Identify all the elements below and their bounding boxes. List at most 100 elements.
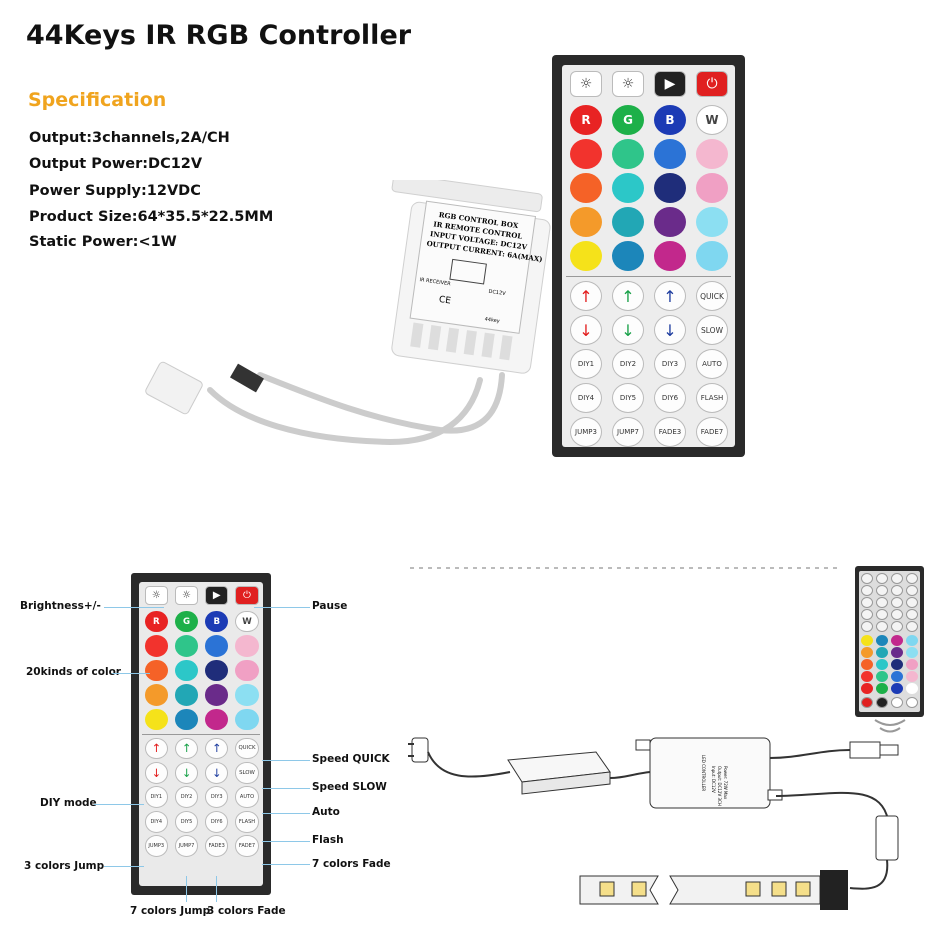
small-fade7-button[interactable]: FADE7 xyxy=(235,835,259,858)
color-swatch-button[interactable] xyxy=(696,173,728,203)
ir-remote-tiny xyxy=(855,566,924,717)
color-swatch-button[interactable] xyxy=(612,173,644,203)
small-increase-red-button[interactable]: ↑ xyxy=(144,737,168,760)
small-auto-button[interactable]: AUTO xyxy=(235,786,259,809)
small-flash-button[interactable]: FLASH xyxy=(235,810,259,833)
small-diy6-button[interactable]: DIY6 xyxy=(205,810,229,833)
increase-red-button[interactable]: ↑ xyxy=(570,281,602,311)
color-swatch-button[interactable] xyxy=(696,241,728,271)
color-button-w[interactable]: W xyxy=(696,105,728,135)
small-quick-button[interactable]: QUICK xyxy=(235,737,259,760)
diy2-button[interactable]: DIY2 xyxy=(612,349,644,379)
diy5-button[interactable]: DIY5 xyxy=(612,383,644,413)
small-color-swatch-button[interactable] xyxy=(205,708,229,731)
jump7-button[interactable]: JUMP7 xyxy=(612,417,644,447)
color-button-g[interactable]: G xyxy=(612,105,644,135)
tiny-remote-color-key xyxy=(861,647,873,658)
small-color-button-r[interactable]: R xyxy=(144,610,168,633)
small-diy5-button[interactable]: DIY5 xyxy=(175,810,199,833)
small-decrease-green-button[interactable]: ↓ xyxy=(175,762,199,784)
diagram-controller-spec-1: Input: DC12V xyxy=(711,766,716,793)
quick-button[interactable]: QUICK xyxy=(696,281,728,311)
small-fade3-button[interactable]: FADE3 xyxy=(205,835,229,858)
small-decrease-red-button[interactable]: ↓ xyxy=(144,762,168,784)
color-button-r[interactable]: R xyxy=(570,105,602,135)
decrease-blue-button[interactable]: ↓ xyxy=(654,315,686,345)
brightness-up-button[interactable]: ☼ xyxy=(570,71,602,97)
diy4-button[interactable]: DIY4 xyxy=(570,383,602,413)
color-swatch-button[interactable] xyxy=(654,173,686,203)
small-color-swatch-button[interactable] xyxy=(205,659,229,682)
small-color-swatch-button[interactable] xyxy=(175,635,199,657)
diy6-button[interactable]: DIY6 xyxy=(654,383,686,413)
tiny-remote-key xyxy=(891,573,903,584)
small-brightness-up-button[interactable]: ☼ xyxy=(144,586,168,606)
small-increase-blue-button[interactable]: ↑ xyxy=(205,737,229,760)
decrease-red-button[interactable]: ↓ xyxy=(570,315,602,345)
small-power-button[interactable]: ⏻ xyxy=(235,586,259,606)
small-color-button-b[interactable]: B xyxy=(205,610,229,633)
fade7-button[interactable]: FADE7 xyxy=(696,417,728,447)
small-slow-button[interactable]: SLOW xyxy=(235,762,259,784)
color-swatch-button[interactable] xyxy=(654,241,686,271)
small-brightness-down-button[interactable]: ☼ xyxy=(175,586,199,606)
decrease-green-button[interactable]: ↓ xyxy=(612,315,644,345)
slow-button[interactable]: SLOW xyxy=(696,315,728,345)
small-color-swatch-button[interactable] xyxy=(235,635,259,657)
increase-blue-button[interactable]: ↑ xyxy=(654,281,686,311)
separator xyxy=(566,276,731,277)
color-swatch-button[interactable] xyxy=(654,207,686,237)
callout-speed-quick: Speed QUICK xyxy=(312,753,390,765)
power-button[interactable]: ⏻ xyxy=(696,71,728,97)
small-color-swatch-button[interactable] xyxy=(175,659,199,682)
small-diy1-button[interactable]: DIY1 xyxy=(144,786,168,809)
small-color-button-w[interactable]: W xyxy=(235,610,259,633)
small-diy2-button[interactable]: DIY2 xyxy=(175,786,199,809)
small-color-swatch-button[interactable] xyxy=(144,659,168,682)
small-increase-green-button[interactable]: ↑ xyxy=(175,737,199,760)
small-jump3-button[interactable]: JUMP3 xyxy=(144,835,168,858)
color-swatch-button[interactable] xyxy=(570,207,602,237)
tiny-remote-key xyxy=(906,585,918,596)
small-decrease-blue-button[interactable]: ↓ xyxy=(205,762,229,784)
color-swatch-button[interactable] xyxy=(696,207,728,237)
color-swatch-button[interactable] xyxy=(570,241,602,271)
color-swatch-button[interactable] xyxy=(612,139,644,169)
small-color-swatch-button[interactable] xyxy=(175,684,199,706)
brightness-down-button[interactable]: ☼ xyxy=(612,71,644,97)
play-pause-button[interactable]: ▶ xyxy=(654,71,686,97)
small-color-swatch-button[interactable] xyxy=(205,635,229,657)
color-swatch-button[interactable] xyxy=(612,207,644,237)
small-color-button-g[interactable]: G xyxy=(175,610,199,633)
tiny-remote-key xyxy=(906,597,918,608)
color-button-b[interactable]: B xyxy=(654,105,686,135)
tiny-remote-color-key xyxy=(906,635,918,646)
small-play-pause-button[interactable]: ▶ xyxy=(205,586,229,606)
color-swatch-button[interactable] xyxy=(570,139,602,169)
small-color-swatch-button[interactable] xyxy=(144,708,168,731)
small-color-swatch-button[interactable] xyxy=(144,635,168,657)
color-swatch-button[interactable] xyxy=(696,139,728,169)
small-diy3-button[interactable]: DIY3 xyxy=(205,786,229,809)
diy1-button[interactable]: DIY1 xyxy=(570,349,602,379)
small-color-swatch-button[interactable] xyxy=(235,708,259,731)
diy3-button[interactable]: DIY3 xyxy=(654,349,686,379)
small-color-swatch-button[interactable] xyxy=(175,708,199,731)
auto-button[interactable]: AUTO xyxy=(696,349,728,379)
cable-coupler-icon xyxy=(875,815,899,861)
small-color-swatch-button[interactable] xyxy=(144,684,168,706)
tiny-remote-key xyxy=(906,621,918,632)
color-swatch-button[interactable] xyxy=(654,139,686,169)
increase-green-button[interactable]: ↑ xyxy=(612,281,644,311)
jump3-button[interactable]: JUMP3 xyxy=(570,417,602,447)
small-diy4-button[interactable]: DIY4 xyxy=(144,810,168,833)
small-color-swatch-button[interactable] xyxy=(235,684,259,706)
color-swatch-button[interactable] xyxy=(612,241,644,271)
fade3-button[interactable]: FADE3 xyxy=(654,417,686,447)
small-color-swatch-button[interactable] xyxy=(205,684,229,706)
flash-button[interactable]: FLASH xyxy=(696,383,728,413)
small-color-swatch-button[interactable] xyxy=(235,659,259,682)
small-jump7-button[interactable]: JUMP7 xyxy=(175,835,199,858)
color-swatch-button[interactable] xyxy=(570,173,602,203)
